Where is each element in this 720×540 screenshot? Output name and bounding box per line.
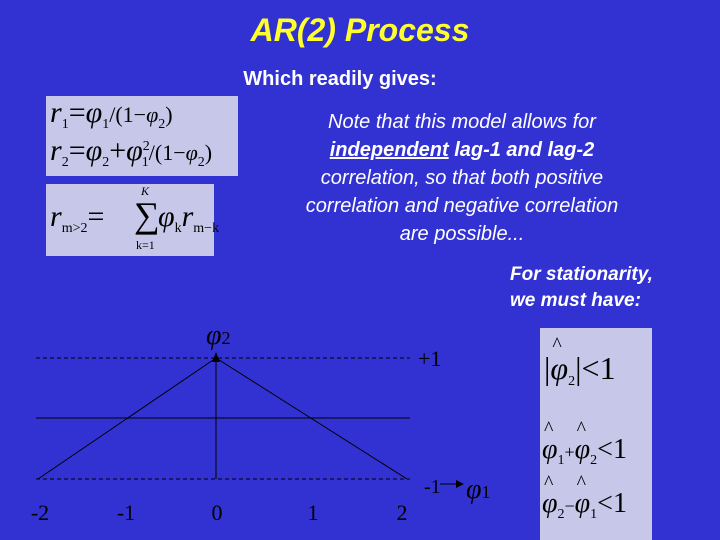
stationarity-conditions-box: |φ2|<1 φ1+φ2<1 φ2−φ1<1 [540,328,652,540]
note-emphasis: independent [329,139,449,161]
plus-one-label: +1 [418,346,442,371]
triangle-right-edge [215,357,408,480]
note-line-5: are possible... [399,223,525,245]
x-tick-label: -2 [30,500,50,525]
stationarity-line-1: For stationarity, [510,264,653,285]
equation-r2: r2=φ2+φ21/(1−φ2) [50,134,213,170]
x-tick-label: 1 [307,500,319,525]
condition-2: φ1+φ2<1 [542,418,627,469]
note-line-4: correlation and negative correlation [305,195,619,217]
x-tick-label: -1 [116,500,136,525]
slide-subtitle: Which readily gives: [243,68,437,90]
note-line-3: correlation, so that both positive [320,167,604,189]
phi1-axis-label: φ1 [466,474,491,505]
equation-rm: rm>2= [50,200,105,236]
note-line-1: Note that this model allows for [328,111,596,133]
sum-upper-limit: K [141,184,150,198]
triangle-left-edge [37,357,217,480]
sum-symbol: ∑ [134,195,160,235]
equation-rm-term: φkrm−k [158,200,220,236]
stationarity-text: For stationarity, we must have: [510,262,720,314]
stationarity-line-2: we must have: [510,290,641,311]
x-tick-label: 0 [211,500,223,525]
slide-title: AR(2) Process [250,12,470,48]
phi1-arrow-head [456,480,464,488]
equation-r1: r1=φ1/(1−φ2) [50,96,173,132]
note-line-2-rest: lag-1 and lag-2 [448,139,595,161]
sum-lower-limit: k=1 [136,238,155,252]
note-line-2: independent lag-1 and lag-2 [262,136,662,164]
phi2-axis-label: φ2 [206,320,231,351]
equation-box-r1-r2: r1=φ1/(1−φ2) r2=φ2+φ21/(1−φ2) [46,96,238,176]
x-tick-label: 2 [396,500,408,525]
condition-3: φ2−φ1<1 [542,472,627,523]
equation-box-rm: rm>2= ∑ K k=1 φkrm−k [46,184,219,256]
note-text: Note that this model allows for independ… [262,108,662,248]
minus-one-label: -1 [424,476,441,498]
condition-1: |φ2|<1 [544,334,616,390]
